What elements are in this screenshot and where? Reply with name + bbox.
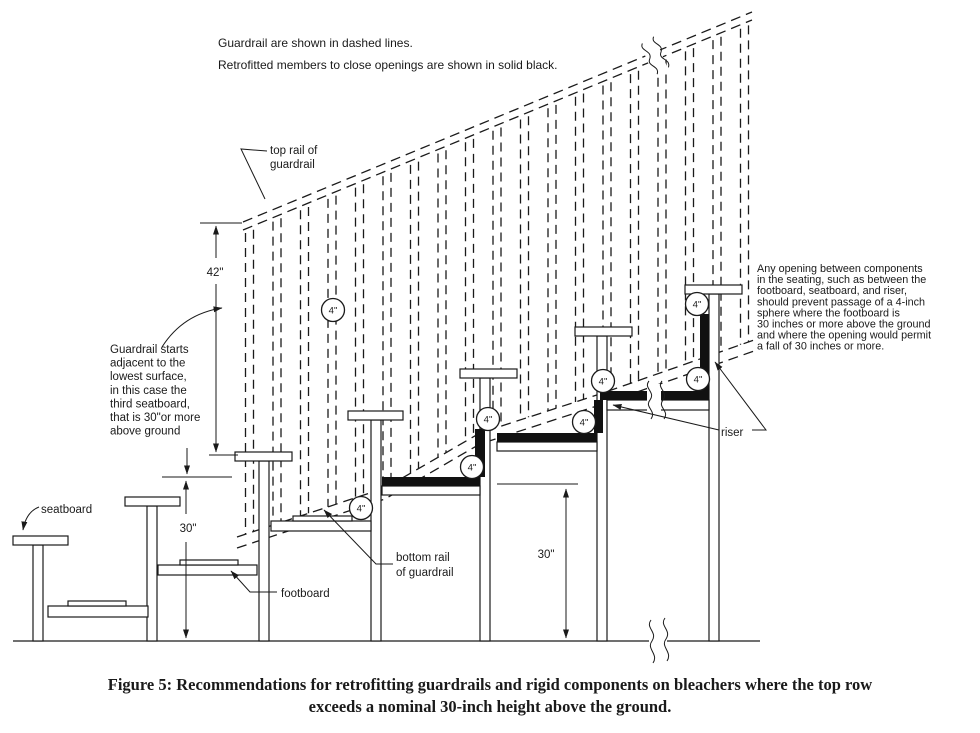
- dim-42-label: 42": [207, 267, 224, 279]
- sphere-label: 4": [580, 418, 589, 429]
- post: [370, 419, 382, 642]
- text-line: a fall of 30 inches or more.: [757, 341, 884, 353]
- post: [258, 460, 270, 642]
- text-line: sphere where the footboard is: [757, 307, 900, 319]
- sphere-circle: [684, 291, 710, 317]
- leader-lines: [21, 148, 767, 593]
- bottom-rail-leader: [323, 509, 393, 565]
- guardrail-starts-leader: [161, 306, 223, 348]
- sphere-circles: 4" 4" 4" 4" 4" 4" 4" 4": [320, 291, 711, 521]
- seatboard-label: seatboard: [41, 504, 92, 516]
- seatboard: [234, 451, 293, 462]
- riser-leader-left: [612, 404, 720, 431]
- note-solid: Retrofitted members to close openings ar…: [218, 58, 558, 72]
- break-symbol-ground: [648, 617, 670, 664]
- figure-caption-line2: exceeds a nominal 30-inch height above t…: [309, 697, 672, 716]
- dimension-42: 42": [200, 222, 242, 456]
- text-line: footboard, seatboard, and riser,: [757, 285, 907, 297]
- text-line: in the seating, such as between the: [757, 274, 926, 286]
- footboard: [47, 605, 149, 618]
- seatboard: [684, 284, 743, 295]
- seatboard: [124, 496, 181, 507]
- text-line: Any opening between components: [757, 263, 923, 275]
- seatboard: [459, 368, 518, 379]
- sphere-circle: [348, 495, 374, 521]
- sphere-circle: [685, 366, 711, 392]
- text-line: above ground: [110, 426, 180, 438]
- riser-bar-vertical: [700, 314, 709, 391]
- foot-plank: [67, 600, 127, 607]
- sphere-label: 4": [693, 300, 702, 311]
- sphere-label: 4": [329, 306, 338, 317]
- sphere-circle: [459, 454, 485, 480]
- dimension-30-right: 30": [497, 483, 578, 639]
- seatboard: [347, 410, 404, 421]
- sphere-label: 4": [599, 377, 608, 388]
- figure-caption-line1: Figure 5: Recommendations for retrofitti…: [108, 675, 873, 694]
- riser-label: riser: [721, 427, 744, 439]
- dim-30-right-label: 30": [538, 549, 555, 561]
- riser-bar-vertical: [475, 429, 485, 477]
- post: [146, 505, 158, 642]
- sphere-circle: [571, 409, 597, 435]
- text-line: Guardrail starts: [110, 344, 189, 356]
- dim-30-left-label: 30": [180, 523, 197, 535]
- text-line: 30 inches or more above the ground: [757, 319, 930, 331]
- text-line: lowest surface,: [110, 371, 187, 383]
- sphere-label: 4": [357, 504, 366, 515]
- sphere-label: 4": [468, 463, 477, 474]
- footboard: [496, 441, 598, 452]
- bleacher-structure: [12, 284, 743, 642]
- break-symbol-footboard: [646, 380, 667, 420]
- text-line: adjacent to the: [110, 358, 185, 370]
- text-line: that is 30"or more: [110, 412, 200, 424]
- foot-plank: [292, 515, 353, 522]
- post: [708, 293, 720, 642]
- text-line: third seatboard,: [110, 398, 190, 410]
- top-rail-label: top rail of: [270, 145, 318, 157]
- footboard: [270, 520, 372, 532]
- riser-bar-vertical: [594, 400, 603, 433]
- top-rail-leader: [240, 148, 268, 200]
- riser-bar: [497, 433, 597, 442]
- post: [32, 544, 44, 642]
- text-line: should prevent passage of a 4-inch: [757, 296, 925, 308]
- top-rail: [242, 11, 753, 231]
- dimension-30-left: 30": [162, 448, 232, 639]
- footboard: [381, 485, 481, 496]
- sphere-circle: [320, 297, 346, 323]
- guardrail-balusters: [244, 25, 750, 535]
- sphere-label: 4": [484, 415, 493, 426]
- seatboard: [12, 535, 69, 546]
- footboard-label: footboard: [281, 588, 330, 600]
- riser-bar: [382, 477, 480, 486]
- seatboard-leader: [21, 506, 40, 531]
- footboard-leader: [230, 570, 277, 593]
- text-line: in this case the: [110, 385, 187, 397]
- break-symbol-toprail: [640, 36, 670, 75]
- text-line: and where the opening would permit: [757, 330, 931, 342]
- sphere-label: 4": [694, 375, 703, 386]
- foot-plank: [179, 559, 239, 566]
- sphere-circle: [475, 406, 501, 432]
- footboard: [157, 564, 258, 576]
- bottom-rail-label: bottom rail: [396, 552, 450, 564]
- bottom-rail-label-2: of guardrail: [396, 567, 454, 579]
- note-dashed: Guardrail are shown in dashed lines.: [218, 36, 413, 50]
- seatboard: [574, 326, 633, 337]
- riser-leader-right: [714, 361, 767, 431]
- sphere-circle: [590, 368, 616, 394]
- top-rail-label-2: guardrail: [270, 159, 315, 171]
